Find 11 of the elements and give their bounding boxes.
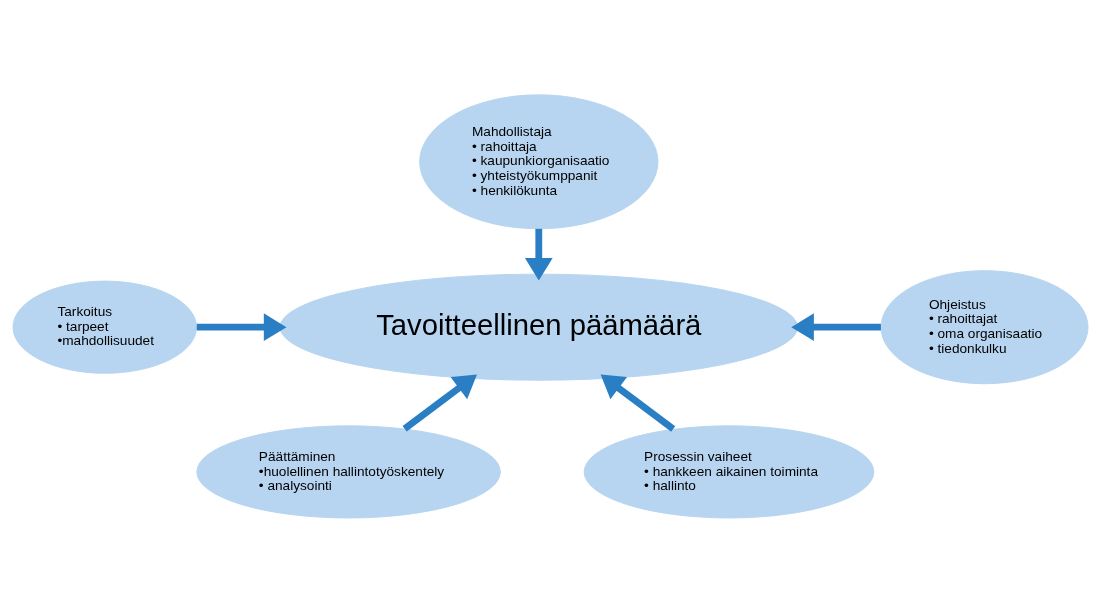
node-ellipse: Päättäminen •huolellinen hallintotyöskentely • analysointi [196, 424, 501, 518]
arrow [524, 228, 553, 281]
node-ellipse: Mahdollistaja • rahoittaja • kaupunkiorganisaatio • yhteistyökumppanit • henkilökunta [419, 93, 659, 229]
node-ellipse: Tarkoitus • tarpeet •mahdollisuudet [12, 280, 198, 374]
node-ellipse: Ohjeistus • rahoittajat • oma organisaatio • tiedonkulku [880, 269, 1089, 384]
arrow [791, 312, 881, 341]
node-ellipse: Tavoitteellinen päämäärä [279, 273, 799, 381]
arrow [600, 374, 676, 432]
node-ellipse: Prosessin vaiheet • hankkeen aikainen toiminta • hallinto [583, 424, 875, 518]
arrow [402, 374, 477, 432]
arrow [196, 312, 287, 341]
